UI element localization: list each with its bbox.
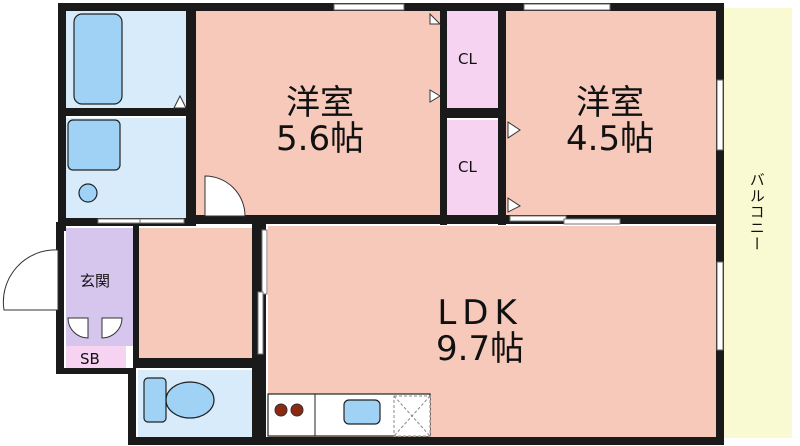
hallway-area: [138, 228, 260, 360]
balcony-label: バルコニー: [747, 172, 766, 252]
closet-1-area: [447, 10, 499, 110]
closet-1-label: CL: [458, 50, 477, 68]
western-room-2-area: [503, 10, 717, 216]
western-room-2-size: 4.5帖: [566, 118, 655, 159]
toilet-bowl: [165, 381, 215, 419]
vanity-sink: [67, 119, 121, 171]
swing-doors: [2, 175, 246, 339]
bathtub: [73, 13, 123, 105]
western-room-1-label: 洋室 5.6帖: [276, 83, 365, 159]
ldk-name: LDK: [437, 293, 523, 333]
closet-2-label: CL: [458, 158, 477, 176]
balcony-area: [724, 8, 792, 438]
western-room-2-label: 洋室 4.5帖: [566, 83, 655, 159]
bath-door: [173, 94, 187, 109]
refrigerator-cross-2: [393, 395, 431, 437]
shoe-box-label: SB: [80, 350, 100, 368]
windows: [333, 3, 724, 351]
ldk-size: 9.7帖: [436, 328, 525, 369]
western-room-1-area: [195, 10, 443, 218]
western-room-1-size: 5.6帖: [276, 118, 365, 159]
stove-burner-1: [274, 403, 288, 417]
entrance-label: 玄関: [80, 272, 111, 290]
kitchen-sink: [343, 399, 381, 425]
shoe-box-area: [66, 346, 126, 372]
stove-burner-2: [290, 403, 304, 417]
closet-doors: [429, 12, 521, 213]
western-room-1-name: 洋室: [286, 83, 355, 123]
washer-drain: [78, 183, 98, 203]
closet-2-area: [447, 120, 499, 218]
toilet-tank: [143, 377, 167, 423]
ldk-label: LDK 9.7帖: [436, 293, 525, 369]
sliding-doors: [97, 215, 621, 355]
western-room-2-name: 洋室: [576, 83, 645, 123]
